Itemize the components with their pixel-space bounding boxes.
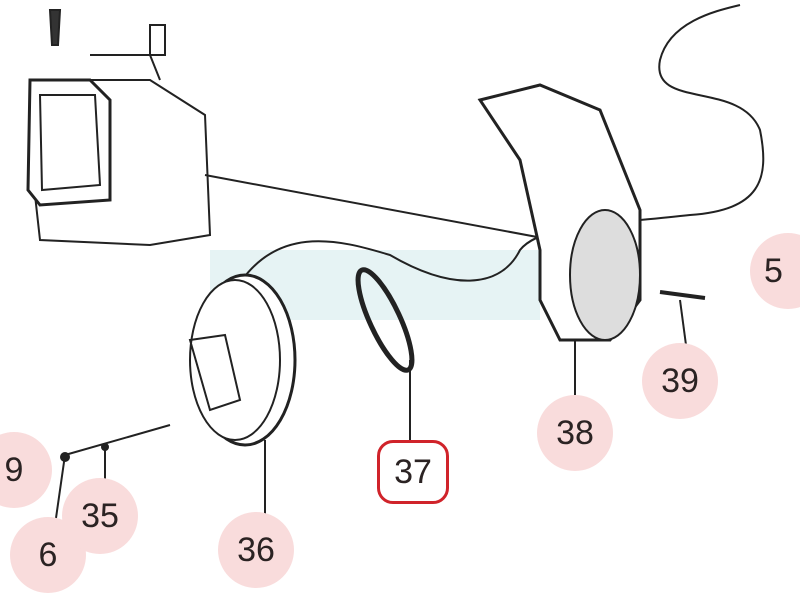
bolt-39 xyxy=(659,290,706,300)
starter-cover-38 xyxy=(477,83,642,342)
drive-shaft xyxy=(204,174,581,246)
callout-36[interactable]: 36 xyxy=(218,512,294,588)
gasket-37 xyxy=(355,267,415,373)
callout-39[interactable]: 39 xyxy=(642,343,718,419)
engine-housing xyxy=(26,9,212,247)
callout-35[interactable]: 35 xyxy=(62,478,138,554)
callout-38[interactable]: 38 xyxy=(537,395,613,471)
left-margin xyxy=(0,0,22,600)
cable xyxy=(229,4,765,301)
pulley-36 xyxy=(188,273,297,447)
callout-37-selected[interactable]: 37 xyxy=(377,440,449,504)
